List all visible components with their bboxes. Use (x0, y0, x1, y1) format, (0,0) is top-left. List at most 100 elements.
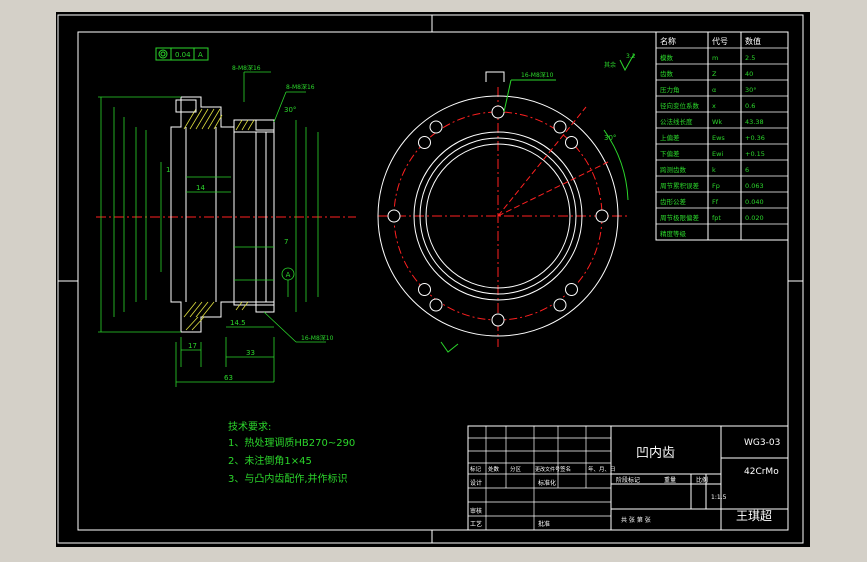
param-cell: 下偏差 (660, 149, 680, 158)
param-cell: Ff (712, 198, 719, 206)
drawing-title: 凹内齿 (636, 445, 675, 461)
bolt-hole (553, 120, 567, 134)
param-cell: 0.040 (745, 198, 764, 206)
tech-item-3: 3、与凸内齿配作,并作标识 (228, 472, 348, 485)
bolt-hole (418, 136, 431, 149)
bolt-hole (418, 283, 431, 296)
param-cell: 周节累积误差 (660, 181, 700, 190)
outer-circle (377, 95, 619, 337)
title-block-frame (467, 425, 789, 531)
hub-outline (233, 119, 275, 306)
tb-stage-mark: 阶段标记 (616, 476, 640, 484)
bolt-hole (429, 120, 443, 134)
leader (503, 79, 512, 113)
param-cell: Ews (712, 134, 725, 142)
param-cell: 0.6 (745, 102, 755, 110)
section-dimensions (98, 71, 326, 387)
dim-14-5: 14.5 (230, 319, 246, 327)
hole-note: 16-M8深10 (301, 334, 334, 342)
roughness-value: 3.2 (626, 53, 636, 60)
tech-item-1: 1、热处理调质HB270~290 (228, 436, 355, 449)
tb-design: 设计 (470, 479, 482, 487)
tech-item-2: 2、未注倒角1×45 (228, 454, 312, 467)
roughness-label: 其余 (604, 61, 616, 69)
tolerance-value: 0.04 (175, 51, 191, 59)
drawing-sheet: 0.04 A A 8-M8深16 8-M8深16 16-M8深10 17 33 … (56, 12, 810, 547)
dim-7: 7 (284, 238, 288, 246)
tb-weight: 重量 (664, 476, 676, 484)
param-header: 代号 (712, 36, 728, 46)
section-view: 0.04 A A 8-M8深16 8-M8深16 16-M8深10 17 33 … (96, 47, 356, 387)
param-cell: 周节极限偏差 (660, 213, 700, 222)
param-header: 名称 (660, 36, 676, 46)
param-cell: 30° (745, 86, 757, 94)
radial-line (497, 106, 587, 217)
tb-label-sign: 签名 (560, 465, 571, 473)
tolerance-datum: A (198, 51, 203, 59)
param-cell: 40 (745, 70, 753, 78)
param-cell: +0.36 (745, 134, 765, 142)
hatch-bottom (183, 301, 249, 331)
tb-approve: 批准 (538, 520, 550, 528)
tb-label-zone: 分区 (510, 465, 522, 473)
tb-sheet: 共 张 第 张 (621, 516, 651, 524)
param-cell: 压力角 (660, 85, 680, 94)
front-angle-30: 30° (604, 134, 616, 142)
small-holes (429, 120, 567, 312)
bolt-hole (553, 298, 567, 312)
concentricity-icon-inner (160, 51, 166, 57)
thread-hole (255, 119, 275, 131)
param-cell: Ewi (712, 150, 723, 158)
material: 42CrMo (744, 467, 779, 477)
bolt-hole (565, 283, 578, 296)
param-cell: 精度等级 (660, 229, 687, 238)
param-cell: 齿形公差 (660, 197, 687, 206)
bolt-hole (565, 136, 578, 149)
thread-hole (255, 301, 275, 313)
view-marker-bottom (440, 341, 459, 353)
tech-heading: 技术要求: (228, 420, 271, 433)
bore-circle-1 (413, 131, 583, 301)
bolt-hole (491, 313, 505, 327)
radial-line (497, 161, 609, 217)
tb-check: 审核 (470, 507, 482, 515)
param-header: 数值 (745, 36, 761, 46)
dim-14: 14 (196, 184, 205, 192)
param-cell: 上偏差 (660, 133, 680, 142)
outer-frame (57, 14, 804, 544)
param-cell: m (712, 54, 718, 62)
concentricity-icon (158, 49, 168, 59)
front-hole-note: 16-M8深10 (521, 71, 554, 79)
param-cell: 公法线长度 (660, 117, 693, 126)
scale-value: 1:1.5 (711, 494, 727, 501)
param-cell: k (712, 166, 716, 174)
param-cell: +0.15 (745, 150, 765, 158)
tb-standard: 标准化 (538, 479, 556, 487)
dim-1: 1 (166, 166, 170, 174)
param-cell: Wk (712, 118, 722, 126)
drawing-number: WG3-03 (744, 438, 780, 448)
param-cell: 径向变位系数 (660, 101, 700, 110)
param-cell: 43.38 (745, 118, 764, 126)
param-cell: x (712, 102, 716, 110)
param-cell: 模数 (660, 53, 674, 62)
tb-label-date: 年、月、日 (588, 465, 616, 473)
tolerance-frame (155, 47, 209, 61)
param-cell: 2.5 (745, 54, 755, 62)
param-cell: 齿数 (660, 69, 674, 78)
bolt-hole (429, 298, 443, 312)
thread-note: 8-M8深16 (232, 64, 261, 72)
bore-circle-2 (419, 137, 577, 295)
angle-arc (603, 129, 629, 201)
dim-63: 63 (224, 374, 233, 382)
param-cell: 6 (745, 166, 749, 174)
view-marker-top (485, 71, 505, 82)
tb-label-count: 处数 (488, 465, 500, 473)
param-cell: Fp (712, 182, 720, 190)
bolt-hole (595, 209, 609, 223)
datum-a-label: A (286, 271, 291, 279)
designer-name: 王琪超 (736, 508, 772, 523)
bolt-holes (387, 105, 609, 327)
tooth-block (175, 99, 197, 113)
